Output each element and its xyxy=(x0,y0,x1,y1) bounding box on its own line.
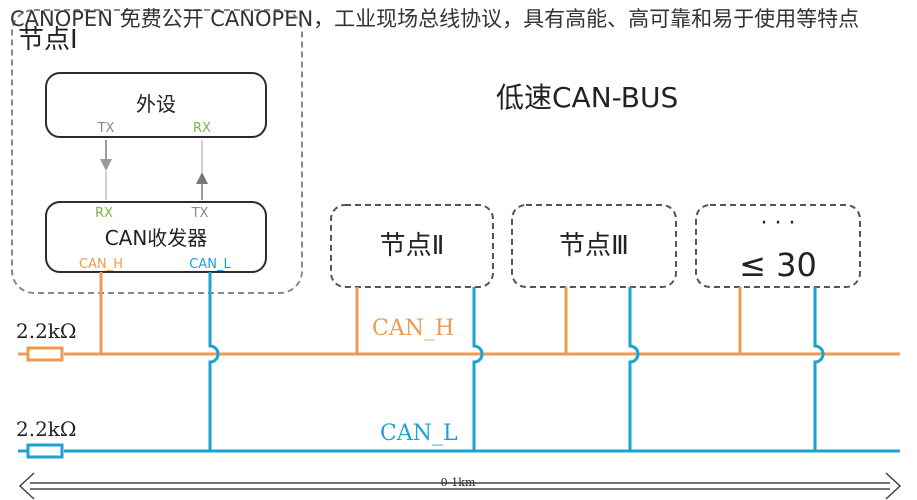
node-1-container xyxy=(11,9,303,294)
page-caption: CANOPEN 免费公开 CANOPEN，工业现场总线协议，具有高能、高可靠和易… xyxy=(10,7,860,31)
node-n-can-l-drop xyxy=(813,287,825,451)
node-1-label: 节点Ⅰ xyxy=(18,25,78,55)
can-h-bus-label: CAN_H xyxy=(372,316,454,341)
tx-arrow-down-icon xyxy=(100,159,112,171)
resistor-top-label: 2.2kΩ xyxy=(16,319,77,343)
transceiver-label: CAN收发器 xyxy=(105,226,208,250)
node-1-can-l-drop xyxy=(208,272,220,451)
node-3-box xyxy=(511,204,677,288)
node-n-dots: · · · xyxy=(761,211,796,236)
transceiver-tx-label: TX xyxy=(191,206,209,221)
transceiver-can-h-label: CAN_H xyxy=(79,257,123,272)
peripheral-rx-label: RX xyxy=(193,121,211,136)
resistor-bottom-label: 2.2kΩ xyxy=(16,417,77,441)
transceiver-rx-label: RX xyxy=(95,206,113,221)
node-n-label: ≤ 30 xyxy=(739,246,817,284)
node-2-can-l-drop xyxy=(472,287,484,451)
peripheral-label: 外设 xyxy=(136,92,176,116)
node-3-label: 节点Ⅲ xyxy=(559,231,629,261)
transceiver-box xyxy=(45,201,267,273)
resistor-bottom xyxy=(26,443,64,459)
peripheral-box xyxy=(45,72,267,138)
node-2-label: 节点Ⅱ xyxy=(380,231,445,261)
node-3-can-l-drop xyxy=(628,287,640,451)
distance-arrow-right-icon xyxy=(885,472,902,500)
can-l-bus-label: CAN_L xyxy=(380,421,458,446)
node-2-box xyxy=(330,204,494,288)
distance-arrow-left-icon xyxy=(18,472,35,500)
node-n-box xyxy=(695,204,861,288)
rx-arrow-up-icon xyxy=(196,172,208,184)
distance-label: 0-1km xyxy=(441,476,476,489)
transceiver-can-l-label: CAN_L xyxy=(189,257,231,272)
resistor-top xyxy=(26,346,64,362)
peripheral-tx-label: TX xyxy=(97,121,115,136)
bus-title: 低速CAN-BUS xyxy=(496,81,678,114)
